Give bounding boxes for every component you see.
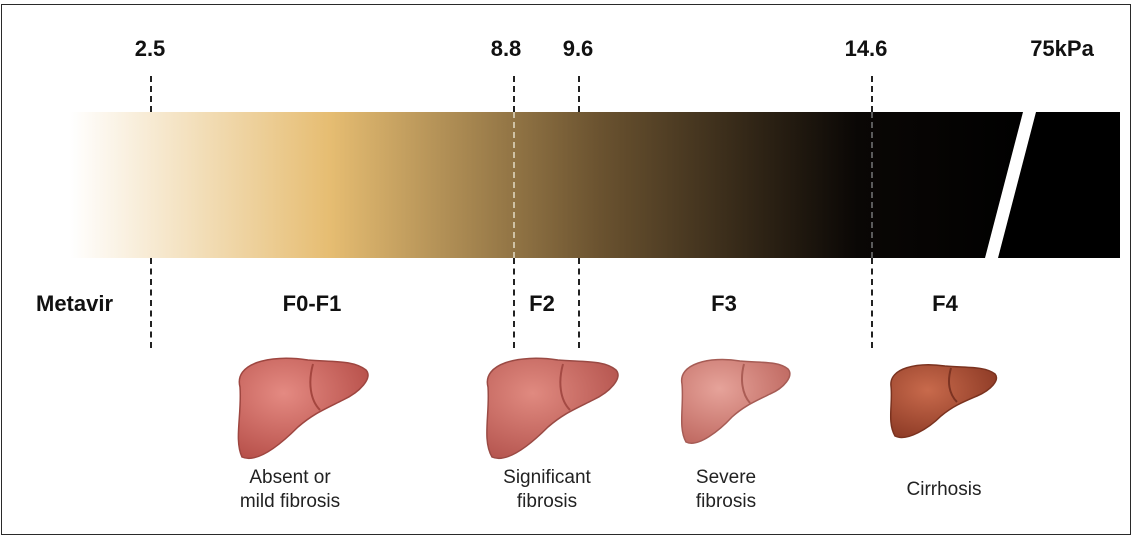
tick-line-9-6-top (578, 76, 580, 112)
caption-f0-f1-line-2: mild fibrosis (240, 490, 340, 514)
tick-label-2-5: 2.5 (135, 36, 166, 62)
caption-f2-line-2: fibrosis (503, 490, 591, 514)
caption-f0-f1-line-1: Absent or (240, 466, 340, 490)
caption-f4: Cirrhosis (907, 478, 982, 502)
caption-f2-line-1: Significant (503, 466, 591, 490)
caption-f4-line-1: Cirrhosis (907, 478, 982, 502)
liver-significant-icon (478, 352, 623, 464)
tick-line-8-8-mid (513, 112, 515, 258)
tick-line-2-5-top (150, 76, 152, 112)
gradient-bar-main (70, 112, 1023, 258)
tick-label-9-6: 9.6 (563, 36, 594, 62)
stage-divider-1 (150, 258, 152, 348)
stage-divider-4 (871, 258, 873, 348)
tick-label-14-6: 14.6 (845, 36, 888, 62)
liver-healthy-icon (228, 352, 373, 464)
liver-cirrhosis-icon (885, 360, 1000, 442)
stage-divider-3 (578, 258, 580, 348)
caption-f3-line-1: Severe (696, 466, 756, 490)
stage-f3: F3 (711, 291, 737, 317)
stage-divider-2 (513, 258, 515, 348)
tick-line-14-6-top (871, 76, 873, 112)
tick-line-8-8-top (513, 76, 515, 112)
stage-f4: F4 (932, 291, 958, 317)
caption-f3: Severe fibrosis (696, 466, 756, 514)
stage-f0-f1: F0-F1 (283, 291, 342, 317)
caption-f2: Significant fibrosis (503, 466, 591, 514)
caption-f0-f1: Absent or mild fibrosis (240, 466, 340, 514)
tick-label-max: 75kPa (1030, 36, 1094, 62)
liver-severe-icon (674, 354, 794, 449)
tick-label-8-8: 8.8 (491, 36, 522, 62)
stage-f2: F2 (529, 291, 555, 317)
tick-line-14-6-mid (871, 112, 873, 258)
caption-f3-line-2: fibrosis (696, 490, 756, 514)
metavir-label: Metavir (36, 291, 113, 317)
